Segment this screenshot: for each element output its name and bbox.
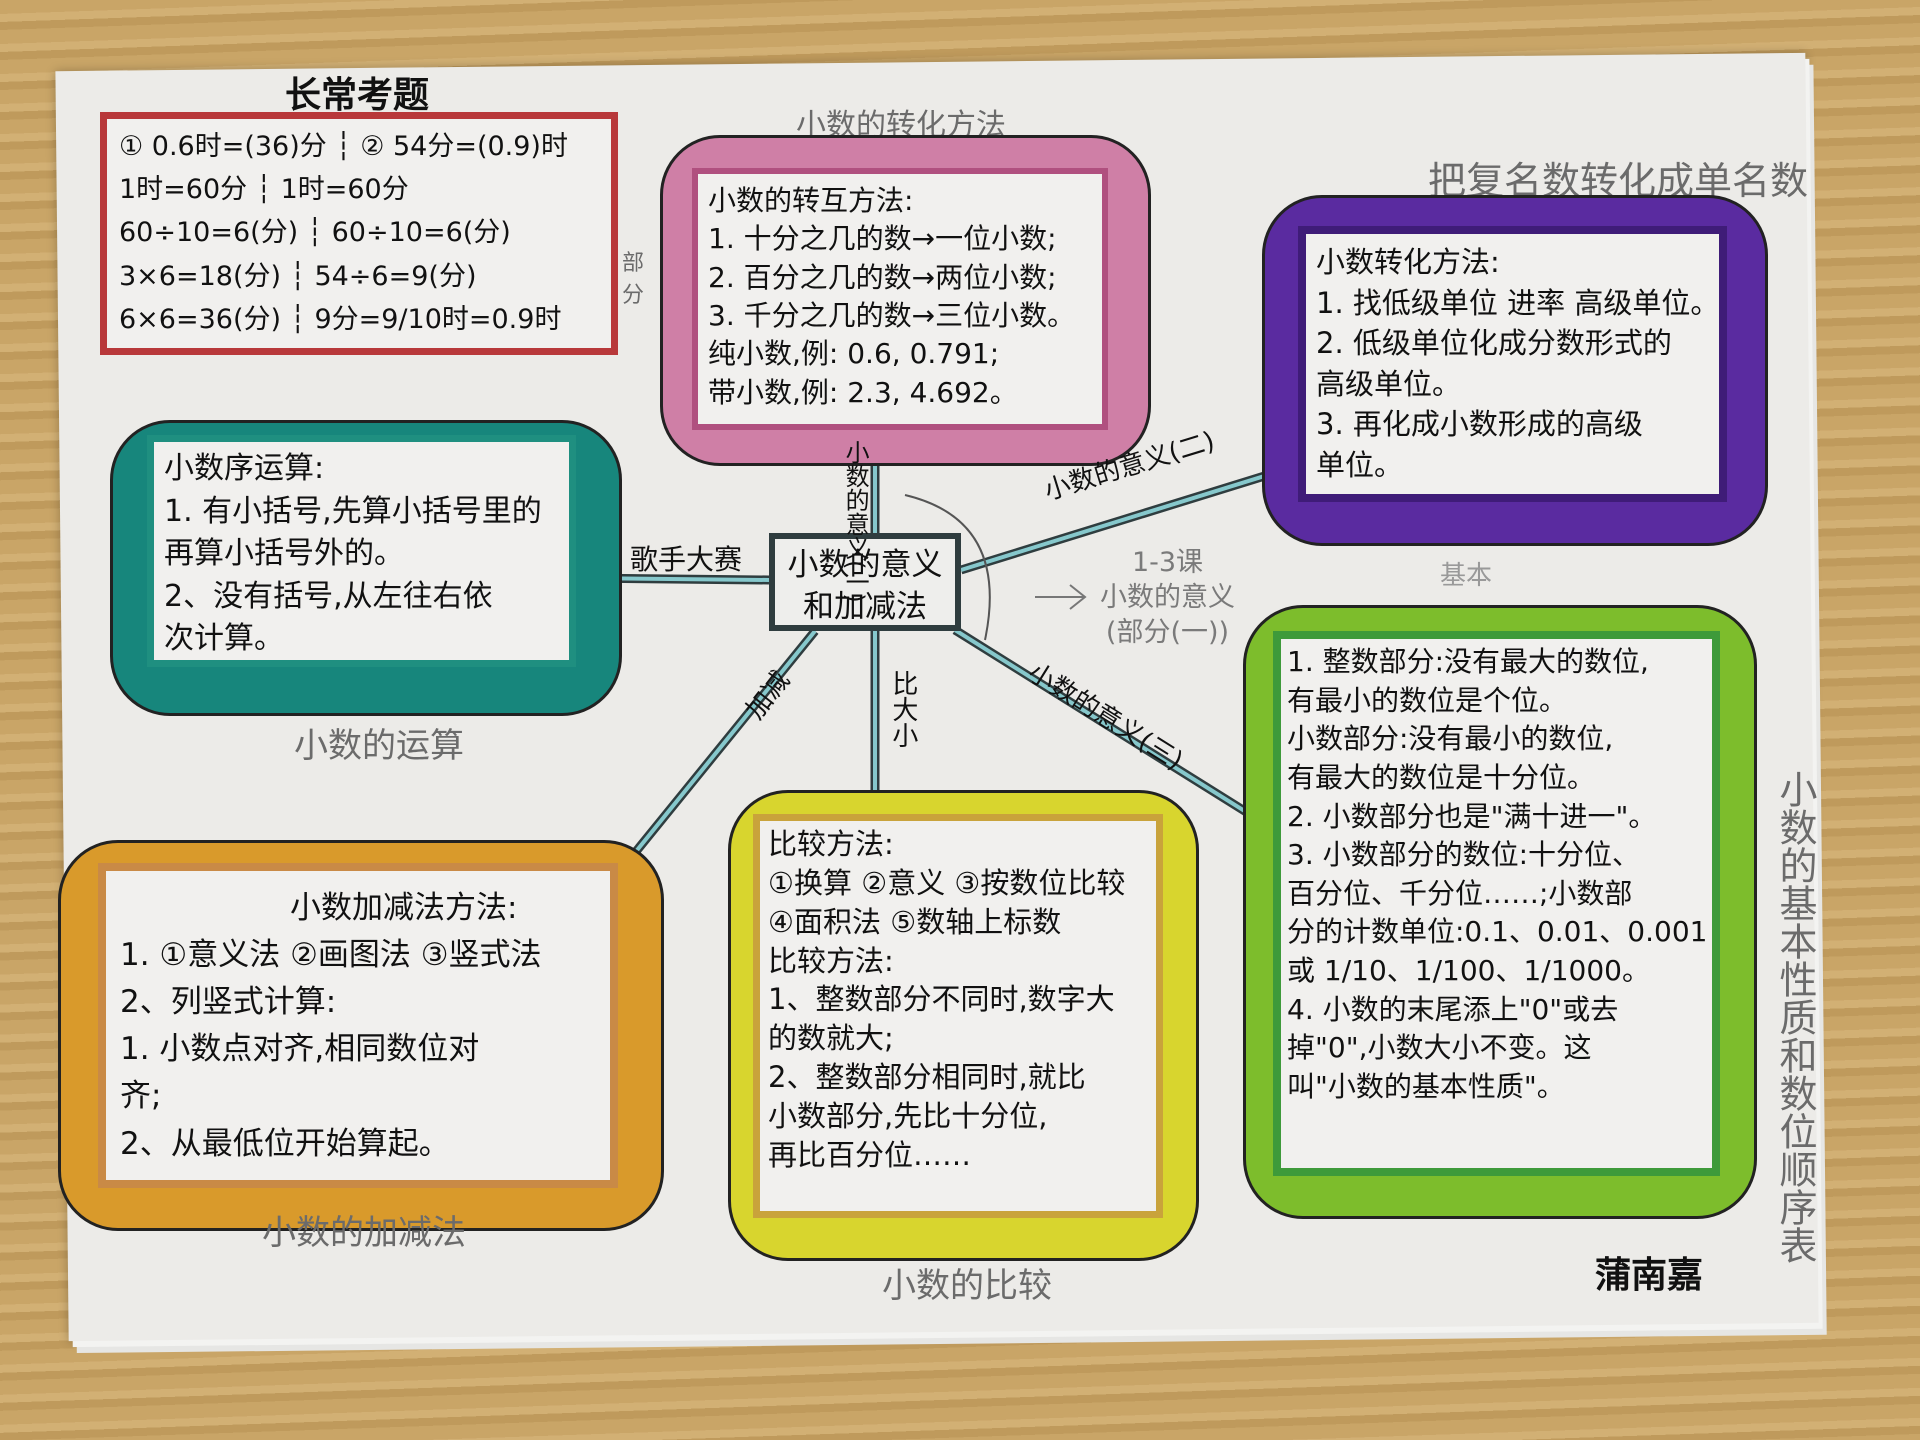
branch-label-left: 歌手大赛 <box>630 543 743 576</box>
purple-line: 单位。 <box>1316 447 1404 482</box>
green-line: 有最大的数位是十分位。 <box>1287 760 1596 794</box>
orange-line: 2、从最低位开始算起。 <box>120 1125 450 1162</box>
teal-line: 再算小括号外的。 <box>164 536 404 572</box>
orange-line: 小数加减法方法: <box>290 890 518 926</box>
green-line: 或 1/10、1/100、1/1000。 <box>1287 954 1650 987</box>
pink-line: 2. 百分之几的数→两位小数; <box>708 260 1057 294</box>
green-line: 有最小的数位是个位。 <box>1287 683 1568 717</box>
exam-line: 3×6=18(分) ┆ 54÷6=9(分) <box>119 260 477 292</box>
lesson-note: 1-3课 小数的意义 (部分(一)) <box>1100 545 1235 650</box>
exam-title: 长常考题 <box>285 75 430 116</box>
orange-line: 2、列竖式计算: <box>120 984 337 1021</box>
pencil-arc <box>904 494 991 641</box>
yellow-line: ④面积法 ⑤数轴上标数 <box>768 904 1062 939</box>
teal-box: 小数序运算: 1. 有小括号,先算小括号里的 再算小括号外的。 2、没有括号,从… <box>147 435 576 667</box>
teal-line: 次计算。 <box>164 621 284 657</box>
branch-label-down: 比大小 <box>887 670 918 748</box>
orange-line: 1. ①意义法 ②画图法 ③竖式法 <box>120 937 542 974</box>
purple-box: 小数转化方法: 1. 找低级单位 进率 高级单位。 2. 低级单位化成分数形式的… <box>1298 226 1727 502</box>
pink-line: 1. 十分之几的数→一位小数; <box>708 222 1057 256</box>
green-line: 3. 小数部分的数位:十分位、 <box>1287 838 1641 872</box>
orange-line: 1. 小数点对齐,相同数位对 <box>120 1031 480 1068</box>
green-faint-note: 基本 <box>1440 561 1493 591</box>
green-line: 1. 整数部分:没有最大的数位, <box>1287 645 1649 678</box>
green-line: 2. 小数部分也是"满十进一"。 <box>1287 799 1657 833</box>
orange-caption: 小数的加减法 <box>262 1213 466 1253</box>
green-box: 1. 整数部分:没有最大的数位, 有最小的数位是个位。 小数部分:没有最小的数位… <box>1273 631 1720 1176</box>
green-line: 小数部分:没有最小的数位, <box>1287 722 1614 756</box>
lesson-note-line1: 1-3课 <box>1131 547 1204 578</box>
green-line: 叫"小数的基本性质"。 <box>1287 1069 1565 1103</box>
purple-line: 1. 找低级单位 进率 高级单位。 <box>1316 285 1720 320</box>
yellow-line: 1、整数部分不同时,数字大 <box>768 982 1115 1017</box>
exam-line: 1时=60分 ┆ 1时=60分 <box>119 174 409 206</box>
pink-line: 3. 千分之几的数→三位小数。 <box>708 299 1076 333</box>
yellow-caption: 小数的比较 <box>882 1266 1052 1306</box>
exam-box: ① 0.6时=(36)分 ┆ ② 54分=(0.9)时 1时=60分 ┆ 1时=… <box>100 112 618 355</box>
pink-box: 小数的转互方法: 1. 十分之几的数→一位小数; 2. 百分之几的数→两位小数;… <box>692 168 1108 430</box>
purple-line: 小数转化方法: <box>1316 245 1500 279</box>
lesson-note-line3: (部分(一)) <box>1105 617 1230 649</box>
green-line: 4. 小数的末尾添上"0"或去 <box>1287 992 1619 1026</box>
purple-line: 3. 再化成小数形成的高级 <box>1316 407 1643 442</box>
pink-line: 纯小数,例: 0.6, 0.791; <box>708 337 1000 371</box>
yellow-line: 再比百分位…… <box>768 1137 972 1172</box>
yellow-line: ①换算 ②意义 ③按数位比较 <box>768 865 1126 900</box>
teal-line: 2、没有括号,从左往右依 <box>164 578 493 614</box>
purple-line: 高级单位。 <box>1316 366 1462 401</box>
yellow-line: 小数部分,先比十分位, <box>768 1099 1048 1134</box>
exam-line: 6×6=36(分) ┆ 9分=9/10时=0.9时 <box>119 303 562 335</box>
green-caption: 小数的基本性质和数位顺序表 <box>1773 770 1817 1264</box>
teal-line: 小数序运算: <box>164 451 325 486</box>
green-line: 掉"0",小数大小不变。这 <box>1287 1031 1592 1065</box>
lesson-note-line2: 小数的意义 <box>1100 582 1235 614</box>
purple-line: 2. 低级单位化成分数形式的 <box>1316 326 1672 361</box>
yellow-line: 2、整数部分相同时,就比 <box>768 1060 1086 1095</box>
teal-caption: 小数的运算 <box>294 726 464 766</box>
orange-line: 齐; <box>120 1078 162 1115</box>
branch-label-up: 小数的意义(一) <box>841 440 870 603</box>
yellow-box: 比较方法: ①换算 ②意义 ③按数位比较 ④面积法 ⑤数轴上标数 比较方法: 1… <box>753 814 1163 1218</box>
teal-line: 1. 有小括号,先算小括号里的 <box>164 493 542 529</box>
exam-line: ① 0.6时=(36)分 ┆ ② 54分=(0.9)时 <box>119 131 568 162</box>
center-topic-line2: 和加减法 <box>803 588 927 625</box>
center-topic-line1: 小数的意义 <box>787 547 943 583</box>
orange-box: 小数加减法方法: 1. ①意义法 ②画图法 ③竖式法 2、列竖式计算: 1. 小… <box>98 863 618 1188</box>
pink-side-note: 部分 <box>622 251 645 308</box>
signature: 蒲南嘉 <box>1595 1255 1704 1296</box>
pink-line: 带小数,例: 2.3, 4.692。 <box>708 375 1018 409</box>
yellow-line: 比较方法: <box>768 827 894 861</box>
green-line: 分的计数单位:0.1、0.01、0.001 <box>1287 915 1708 949</box>
exam-line: 60÷10=6(分) ┆ 60÷10=6(分) <box>119 217 511 249</box>
green-line: 百分位、千分位……;小数部 <box>1287 876 1633 910</box>
arrow-icon <box>1035 584 1087 610</box>
center-topic: 小数的意义 和加减法 <box>769 533 961 631</box>
yellow-line: 的数就大; <box>768 1021 894 1056</box>
pink-line: 小数的转互方法: <box>708 184 914 217</box>
yellow-line: 比较方法: <box>768 943 894 978</box>
